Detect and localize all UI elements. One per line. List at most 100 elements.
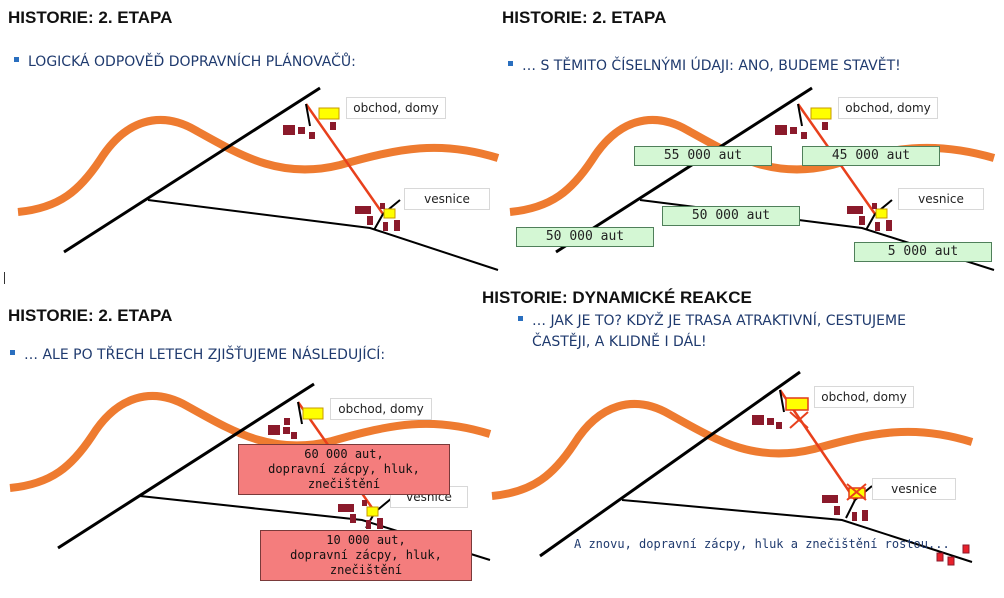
river bbox=[17, 116, 500, 216]
shop-block bbox=[318, 107, 340, 120]
access-road bbox=[373, 213, 384, 231]
house bbox=[790, 127, 797, 134]
house bbox=[268, 425, 280, 435]
panel3-bullet: … ALE PO TŘECH LETECH ZJIŠŤUJEME NÁSLEDU… bbox=[10, 345, 385, 366]
bullet-square bbox=[508, 61, 513, 66]
cross-mark bbox=[846, 483, 867, 501]
shop-block bbox=[366, 506, 379, 517]
house bbox=[298, 127, 305, 134]
house bbox=[350, 514, 356, 523]
traffic-count-top-right: 45 000 aut bbox=[802, 146, 940, 166]
house bbox=[380, 203, 385, 209]
house-new bbox=[962, 544, 970, 554]
panel4-bullet-text-2: ČASTĚJI, A KLIDNĚ I DÁL! bbox=[532, 334, 707, 350]
house bbox=[752, 415, 764, 425]
panel1-map bbox=[17, 86, 500, 271]
main-road bbox=[57, 382, 315, 550]
access-road bbox=[865, 213, 876, 231]
panel2-label-shop: obchod, domy bbox=[838, 97, 938, 119]
panel4-label-village: vesnice bbox=[872, 478, 956, 500]
shop-block bbox=[875, 208, 888, 219]
shop-block bbox=[383, 208, 396, 219]
house bbox=[377, 518, 383, 529]
river bbox=[491, 400, 974, 500]
access-road bbox=[779, 389, 785, 413]
house bbox=[283, 125, 295, 135]
panel1-label-village: vesnice bbox=[404, 188, 490, 210]
house bbox=[886, 220, 892, 231]
cross-mark bbox=[789, 411, 809, 429]
house bbox=[847, 206, 863, 214]
panel4-bullet: … JAK JE TO? KDYŽ JE TRASA ATRAKTIVNÍ, C… bbox=[518, 311, 906, 353]
access-road bbox=[305, 103, 311, 127]
house bbox=[394, 220, 400, 231]
side-road bbox=[147, 199, 499, 271]
main-road bbox=[555, 86, 813, 254]
house bbox=[366, 520, 371, 529]
bullet-square bbox=[10, 350, 15, 355]
house bbox=[284, 418, 290, 425]
traffic-count-middle: 50 000 aut bbox=[662, 206, 800, 226]
panel1-bullet: LOGICKÁ ODPOVĚĎ DOPRAVNÍCH PLÁNOVAČŮ: bbox=[14, 52, 356, 73]
house bbox=[338, 504, 354, 512]
house bbox=[801, 132, 807, 139]
house bbox=[822, 495, 838, 503]
house bbox=[859, 216, 865, 225]
house bbox=[862, 510, 868, 521]
congestion-box-bottom: 10 000 aut, dopravní zácpy, hluk, znečiš… bbox=[260, 530, 472, 581]
traffic-count-top-left: 55 000 aut bbox=[634, 146, 772, 166]
house bbox=[283, 427, 290, 434]
house bbox=[875, 222, 880, 231]
panel3-bullet-text: … ALE PO TŘECH LETECH ZJIŠŤUJEME NÁSLEDU… bbox=[24, 347, 386, 363]
panel2-bullet-text: … S TĚMITO ČÍSELNÝMI ÚDAJI: ANO, BUDEME … bbox=[522, 58, 901, 74]
panel4-map bbox=[491, 370, 974, 566]
panel1-bullet-text: LOGICKÁ ODPOVĚĎ DOPRAVNÍCH PLÁNOVAČŮ: bbox=[28, 54, 356, 70]
house-new bbox=[947, 556, 955, 566]
main-road bbox=[63, 86, 321, 254]
congestion-box-bottom-count: 10 000 aut, bbox=[326, 533, 406, 547]
congestion-box-top: 60 000 aut, dopravní zácpy, hluk, znečiš… bbox=[238, 444, 450, 495]
house bbox=[872, 203, 877, 209]
house bbox=[834, 506, 840, 515]
congestion-box-top-count: 60 000 aut, bbox=[304, 447, 384, 461]
panel1-title: HISTORIE: 2. ETAPA bbox=[8, 8, 173, 27]
panel3-title: HISTORIE: 2. ETAPA bbox=[8, 306, 173, 325]
access-road bbox=[297, 401, 303, 425]
house-new bbox=[936, 552, 944, 562]
traffic-count-bottom-left: 50 000 aut bbox=[516, 227, 654, 247]
house bbox=[291, 432, 297, 439]
access-road bbox=[845, 499, 856, 519]
river bbox=[9, 392, 492, 492]
panel4-caption: A znovu, dopravní zácpy, hluk a znečiště… bbox=[574, 537, 950, 551]
house bbox=[355, 206, 371, 214]
text-cursor bbox=[4, 272, 5, 284]
shop-block bbox=[785, 397, 809, 411]
house bbox=[852, 512, 857, 521]
panel4-bullet-text-1: … JAK JE TO? KDYŽ JE TRASA ATRAKTIVNÍ, C… bbox=[532, 313, 906, 329]
house bbox=[330, 122, 336, 130]
panel2-title: HISTORIE: 2. ETAPA bbox=[502, 8, 667, 27]
panel4-title: HISTORIE: DYNAMICKÉ REAKCE bbox=[482, 288, 752, 307]
panel2-label-village: vesnice bbox=[898, 188, 984, 210]
panel3-label-shop: obchod, domy bbox=[330, 398, 432, 420]
access-road bbox=[797, 103, 803, 127]
congestion-box-top-desc: dopravní zácpy, hluk, znečištění bbox=[268, 462, 420, 491]
traffic-count-bottom-right: 5 000 aut bbox=[854, 242, 992, 262]
house bbox=[309, 132, 315, 139]
house bbox=[362, 500, 367, 506]
house bbox=[383, 222, 388, 231]
panel4-bullet-line1: … JAK JE TO? KDYŽ JE TRASA ATRAKTIVNÍ, C… bbox=[518, 311, 906, 332]
panel4-label-shop: obchod, domy bbox=[814, 386, 914, 408]
main-road bbox=[539, 370, 801, 558]
congestion-box-bottom-desc: dopravní zácpy, hluk, znečištění bbox=[290, 548, 442, 577]
side-road bbox=[621, 499, 973, 563]
panel1-label-shop: obchod, domy bbox=[346, 97, 446, 119]
bullet-square bbox=[518, 316, 523, 321]
house bbox=[767, 418, 774, 425]
house bbox=[775, 125, 787, 135]
new-road bbox=[304, 103, 385, 215]
shop-block bbox=[810, 107, 832, 120]
bullet-square bbox=[14, 57, 19, 62]
shop-block bbox=[302, 407, 324, 420]
